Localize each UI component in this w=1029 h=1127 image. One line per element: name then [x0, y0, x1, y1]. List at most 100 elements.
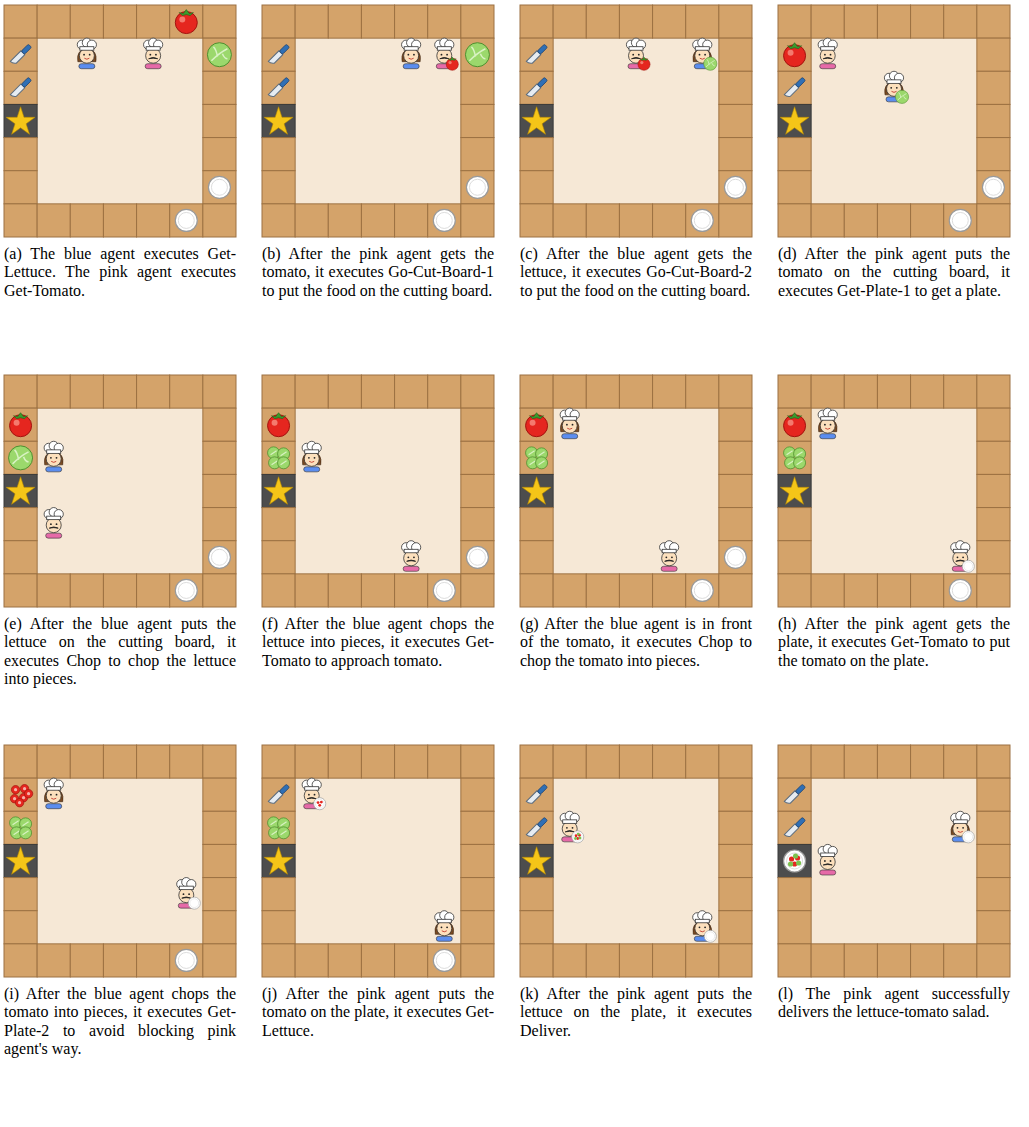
counter-cell — [778, 541, 811, 574]
counter-cell — [203, 745, 236, 778]
counter-cell — [778, 204, 811, 237]
counter-cell — [553, 375, 586, 408]
counter-cell — [719, 104, 752, 137]
blue-agent — [693, 911, 717, 943]
counter-cell — [811, 745, 844, 778]
counter-cell — [103, 574, 136, 607]
counter-cell — [203, 138, 236, 171]
counter-cell — [262, 745, 295, 778]
kitchen-grid — [778, 745, 1010, 977]
counter-cell — [778, 811, 811, 844]
delivery-star — [522, 847, 551, 875]
counter-cell — [719, 171, 752, 204]
counter-cell — [170, 574, 203, 607]
knife-icon — [268, 784, 290, 806]
figure-panel: (k) After the pink agent puts the lettuc… — [520, 745, 752, 1040]
counter-cell — [203, 104, 236, 137]
counter-cell — [686, 944, 719, 977]
counter-cell — [719, 204, 752, 237]
counter-cell — [4, 171, 37, 204]
counter-cell — [295, 944, 328, 977]
counter-cell — [944, 5, 977, 38]
counter-cell — [719, 911, 752, 944]
plate-icon — [188, 897, 200, 909]
counter-cell — [719, 375, 752, 408]
pink-agent — [660, 541, 679, 572]
kitchen-grid — [262, 5, 494, 237]
food-icon — [895, 90, 908, 103]
counter-cell — [778, 508, 811, 541]
knife-icon — [526, 784, 548, 806]
blue-agent — [402, 38, 421, 69]
panel-caption: (k) After the pink agent puts the lettuc… — [520, 985, 752, 1040]
food-icon — [465, 43, 489, 67]
counter-cell — [586, 204, 619, 237]
counter-cell — [778, 574, 811, 607]
counter-cell — [520, 911, 553, 944]
counter-cell — [103, 745, 136, 778]
counter-cell — [262, 441, 295, 474]
counter-cell — [520, 574, 553, 607]
counter-cell — [361, 574, 394, 607]
kitchen-grid — [520, 5, 752, 237]
delivery-cell — [778, 844, 811, 877]
counter-cell — [361, 944, 394, 977]
counter-cell — [944, 944, 977, 977]
counter-cell — [262, 204, 295, 237]
counter-cell — [461, 878, 494, 911]
counter-cell — [395, 944, 428, 977]
counter-cell — [778, 944, 811, 977]
plate-icon — [208, 176, 230, 198]
plate-icon — [175, 579, 197, 601]
pink-agent — [144, 38, 163, 69]
counter-cell — [619, 574, 652, 607]
counter-cell — [262, 138, 295, 171]
counter-cell — [137, 944, 170, 977]
counter-cell — [877, 375, 910, 408]
delivery-cell — [778, 474, 811, 507]
counter-cell — [586, 375, 619, 408]
counter-cell — [877, 745, 910, 778]
counter-cell — [977, 508, 1010, 541]
delivery-cell — [520, 474, 553, 507]
counter-cell — [4, 138, 37, 171]
counter-cell — [461, 38, 494, 71]
knife-icon — [784, 817, 806, 839]
counter-cell — [844, 5, 877, 38]
delivery-cell — [520, 104, 553, 137]
counter-cell — [778, 408, 811, 441]
counter-cell — [137, 745, 170, 778]
counter-cell — [719, 508, 752, 541]
counter-cell — [520, 71, 553, 104]
counter-cell — [911, 944, 944, 977]
delivery-cell — [262, 474, 295, 507]
food-icon — [704, 57, 717, 70]
counter-cell — [4, 878, 37, 911]
counter-cell — [4, 944, 37, 977]
plate-icon — [962, 831, 974, 843]
counter-cell — [4, 811, 37, 844]
counter-cell — [203, 574, 236, 607]
counter-cell — [977, 844, 1010, 877]
plate-icon — [724, 546, 746, 568]
counter-cell — [137, 5, 170, 38]
pink-agent — [177, 878, 201, 910]
panel-caption: (a) The blue agent executes Get-Lettuce.… — [4, 245, 236, 300]
blue-agent — [560, 408, 579, 439]
counter-cell — [4, 408, 37, 441]
counter-cell — [428, 204, 461, 237]
knife-icon — [268, 44, 290, 66]
counter-cell — [619, 375, 652, 408]
counter-cell — [520, 5, 553, 38]
counter-cell — [977, 375, 1010, 408]
blue-agent — [818, 408, 837, 439]
counter-cell — [4, 441, 37, 474]
knife-icon — [526, 817, 548, 839]
counter-cell — [328, 574, 361, 607]
counter-cell — [844, 745, 877, 778]
counter-cell — [203, 38, 236, 71]
blue-agent — [693, 38, 717, 70]
counter-cell — [520, 878, 553, 911]
figure-panel: (l) The pink agent successfully delivers… — [778, 745, 1010, 1022]
